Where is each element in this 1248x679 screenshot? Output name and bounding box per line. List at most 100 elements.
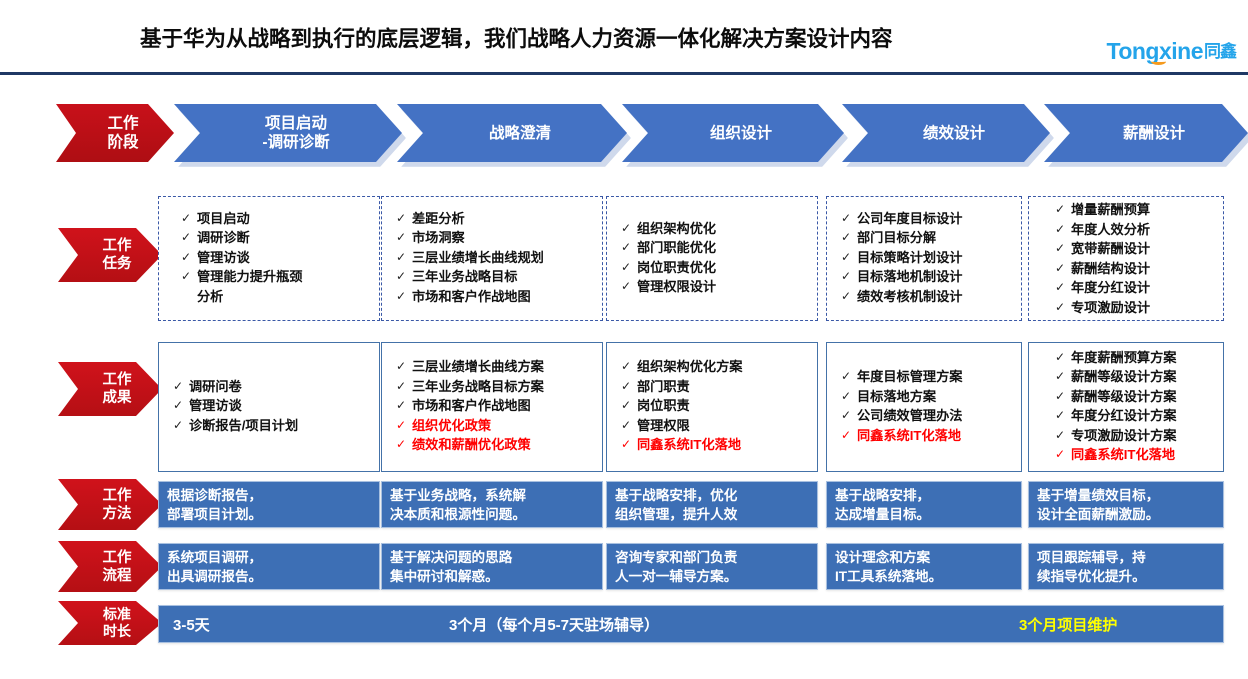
check-icon: ✓ — [621, 240, 632, 254]
stage-arrow-3[interactable]: 组织设计 — [622, 104, 844, 162]
method-cell-cell-5: 基于增量绩效目标， 设计全面薪酬激励。 — [1028, 481, 1224, 528]
list-item: ✓三年业务战略目标 — [396, 267, 602, 287]
list-item: ✓三层业绩增长曲线方案 — [396, 357, 602, 377]
check-icon: ✓ — [1055, 280, 1066, 294]
stage-arrow-label: 绩效设计 — [922, 124, 985, 142]
row-label-method: 工作 方法 — [58, 479, 162, 530]
check-icon: ✓ — [841, 408, 852, 422]
check-icon: ✓ — [621, 378, 632, 393]
check-icon: ✓ — [396, 437, 407, 452]
stage-arrow-4[interactable]: 绩效设计 — [842, 104, 1050, 162]
list-item-label: 部门职责 — [637, 378, 690, 394]
check-icon: ✓ — [621, 398, 632, 413]
list-item-label: 同鑫系统IT化落地 — [1071, 447, 1176, 462]
list-item-label: 薪酬结构设计 — [1071, 260, 1151, 276]
list-item: ✓目标落地机制设计 — [841, 267, 1021, 287]
list-item-label: 三层业绩增长曲线规划 — [412, 249, 544, 265]
duration-item-1: 3-5天 — [173, 616, 210, 634]
list-item-label: 部门目标分解 — [857, 230, 937, 246]
list-item: ✓绩效和薪酬优化政策 — [396, 435, 602, 455]
list-item-label: 调研问卷 — [189, 378, 242, 394]
list-item: ✓ 绩效考核机制设计 — [841, 287, 1021, 307]
list-item: ✓目标策略计划设计 — [841, 248, 1021, 268]
list-item: ✓市场洞察 — [396, 228, 602, 248]
check-icon: ✓ — [1055, 241, 1066, 255]
list-item: ✓年度人效分析 — [1055, 220, 1223, 240]
check-icon: ✓ — [841, 249, 852, 264]
logo-wordmark: Tongxine — [1106, 38, 1203, 65]
check-icon: ✓ — [841, 288, 852, 303]
list-item: ✓年度薪酬预算方案 — [1055, 348, 1223, 368]
list-item: ✓ 部门职责 — [621, 377, 817, 397]
list-item: ✓专项激励设计方案 — [1055, 426, 1223, 446]
list-item-label: 年度分红设计 — [1071, 280, 1151, 295]
row-1-cell-3: ✓组织架构优化✓部门职能优化✓岗位职责优化✓管理权限设计 — [606, 196, 818, 321]
process-cell-cell-3: 咨询专家和部门负责 人一对一辅导方案。 — [606, 543, 818, 590]
stage-row-label: 工作 阶段 — [56, 104, 174, 162]
check-icon: ✓ — [621, 220, 632, 235]
list-item: ✓组织架构优化方案 — [621, 357, 817, 377]
brand-logo: Tongxine 同鑫 — [1106, 38, 1237, 65]
list-item: ✓公司年度目标设计 — [841, 209, 1021, 229]
check-icon: ✓ — [621, 279, 632, 293]
list-item-label: 差距分析 — [412, 210, 465, 226]
list-item: ✓诊断报告/项目计划 — [173, 416, 379, 436]
list-item: ✓ 年度目标管理方案 — [841, 367, 1021, 387]
check-icon: ✓ — [396, 288, 407, 303]
check-icon: ✓ — [1055, 221, 1066, 236]
check-icon: ✓ — [621, 259, 632, 274]
list-item-label: 绩效考核机制设计 — [857, 288, 963, 304]
list-item-label: 岗位职责 — [637, 398, 690, 414]
list-item-label: 管理权限 — [637, 417, 690, 433]
item-list: ✓年度薪酬预算方案✓薪酬等级设计方案✓薪酬等级设计方案✓年度分红设计方案✓专项激… — [1055, 348, 1223, 465]
stage-arrow-2[interactable]: 战略澄清 — [397, 104, 627, 162]
list-item-label: 薪酬等级设计方案 — [1071, 369, 1177, 384]
check-icon: ✓ — [841, 369, 852, 383]
row-label-process-text: 工作 流程 — [102, 549, 132, 584]
list-item: ✓公司绩效管理办法 — [841, 406, 1021, 426]
row-label-duration: 标准 时长 — [58, 601, 162, 645]
check-icon: ✓ — [181, 269, 192, 284]
list-item-label: 组织优化政策 — [412, 417, 492, 433]
row-label-1-text: 工作 任务 — [102, 238, 132, 272]
list-item: ✓岗位职责优化 — [621, 258, 817, 278]
check-icon: ✓ — [1055, 260, 1066, 275]
check-icon: ✓ — [1055, 408, 1066, 422]
check-icon: ✓ — [1055, 349, 1066, 364]
row-label-1: 工作 任务 — [58, 228, 162, 282]
check-icon: ✓ — [396, 417, 407, 432]
check-icon: ✓ — [841, 230, 852, 245]
list-item: ✓ 差距分析 — [396, 209, 602, 229]
item-list: ✓调研问卷✓管理访谈✓诊断报告/项目计划 — [173, 377, 379, 436]
list-item-label: 同鑫系统IT化落地 — [857, 427, 962, 443]
logo-smile-icon — [1151, 58, 1167, 65]
stage-arrow-label: 战略澄清 — [488, 124, 551, 142]
list-item: ✓ 岗位职责 — [621, 396, 817, 416]
duration-item-2: 3个月（每个月5-7天驻场辅导） — [449, 616, 660, 634]
check-icon: ✓ — [396, 210, 407, 225]
process-cell-cell-5: 项目跟踪辅导，持 续指导优化提升。 — [1028, 543, 1224, 590]
check-icon: ✓ — [1055, 299, 1066, 314]
check-icon: ✓ — [396, 398, 407, 413]
item-list: ✓组织架构优化✓部门职能优化✓岗位职责优化✓管理权限设计 — [621, 219, 817, 297]
check-icon: ✓ — [173, 417, 184, 432]
list-item: ✓目标落地方案 — [841, 387, 1021, 407]
check-icon: ✓ — [841, 427, 852, 442]
stage-arrow-5[interactable]: 薪酬设计 — [1044, 104, 1248, 162]
list-item-label: 市场和客户作战地图 — [412, 288, 531, 304]
list-item: 分析 — [181, 287, 379, 307]
stage-arrow-1[interactable]: 项目启动 -调研诊断 — [174, 104, 402, 162]
check-icon: ✓ — [621, 359, 632, 374]
list-item: ✓同鑫系统IT化落地 — [1055, 445, 1223, 465]
item-list: ✓项目启动✓调研诊断✓管理访谈✓管理能力提升瓶颈分析 — [181, 209, 379, 307]
list-item-label: 公司年度目标设计 — [857, 210, 963, 226]
list-item-label: 年度目标管理方案 — [857, 369, 963, 384]
list-item-label: 管理能力提升瓶颈 — [197, 269, 303, 285]
check-icon: ✓ — [396, 359, 407, 374]
list-item-label: 组织架构优化 — [637, 220, 717, 236]
check-icon: ✓ — [1055, 388, 1066, 403]
item-list: ✓年度目标管理方案✓目标落地方案✓公司绩效管理办法✓同鑫系统IT化落地 — [841, 367, 1021, 445]
list-item-label: 三年业务战略目标 — [412, 269, 518, 285]
